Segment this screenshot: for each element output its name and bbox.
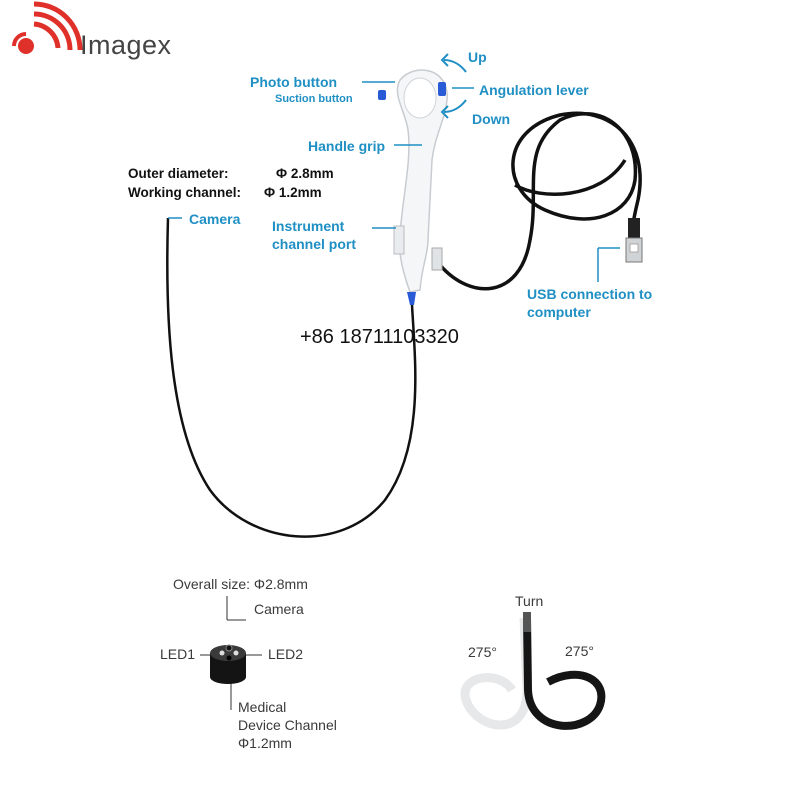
channel-label-line1: Medical [238, 699, 287, 715]
up-label: Up [468, 49, 487, 65]
turn-left-angle: 275° [468, 644, 497, 660]
overall-size-label: Overall size: Φ2.8mm [173, 576, 308, 592]
instrument-port-label-line2: channel port [272, 236, 357, 252]
photo-button-label: Photo button [250, 74, 338, 90]
turn-detail-graphic [460, 612, 606, 730]
angulation-lever-label: Angulation lever [479, 82, 589, 98]
up-arrow-icon [440, 53, 467, 73]
usb-plug-icon [625, 218, 643, 263]
down-label: Down [472, 111, 511, 127]
outer-diameter-value: Φ 2.8mm [276, 166, 334, 181]
usb-label-line1: USB connection to [527, 286, 653, 302]
down-arrow-icon [440, 99, 467, 119]
working-channel-value: Φ 1.2mm [264, 185, 322, 200]
suction-button-label: Suction button [275, 93, 353, 105]
tip-detail-graphic [200, 596, 262, 710]
brand-name: Imagex [80, 30, 172, 60]
usb-cable [438, 111, 642, 291]
working-channel-label: Working channel: [128, 185, 242, 200]
brand-logo-icon [12, 1, 83, 54]
endoscope-handle [378, 69, 448, 305]
camera-label: Camera [189, 211, 241, 227]
led2-label: LED2 [268, 646, 304, 662]
outer-diameter-label: Outer diameter: [128, 166, 229, 181]
turn-right-angle: 275° [565, 643, 594, 659]
led1-label: LED1 [160, 646, 196, 662]
tip-camera-label: Camera [254, 601, 304, 617]
handle-grip-label: Handle grip [308, 138, 386, 154]
turn-title: Turn [515, 593, 544, 609]
insertion-tube [166, 217, 417, 538]
channel-label-line3: Φ1.2mm [238, 735, 292, 751]
channel-label-line2: Device Channel [238, 717, 337, 733]
pointer-lines [168, 81, 620, 282]
instrument-port-label-line1: Instrument [272, 218, 345, 234]
phone-number: +86 18711103320 [300, 326, 459, 348]
usb-label-line2: computer [527, 304, 591, 320]
